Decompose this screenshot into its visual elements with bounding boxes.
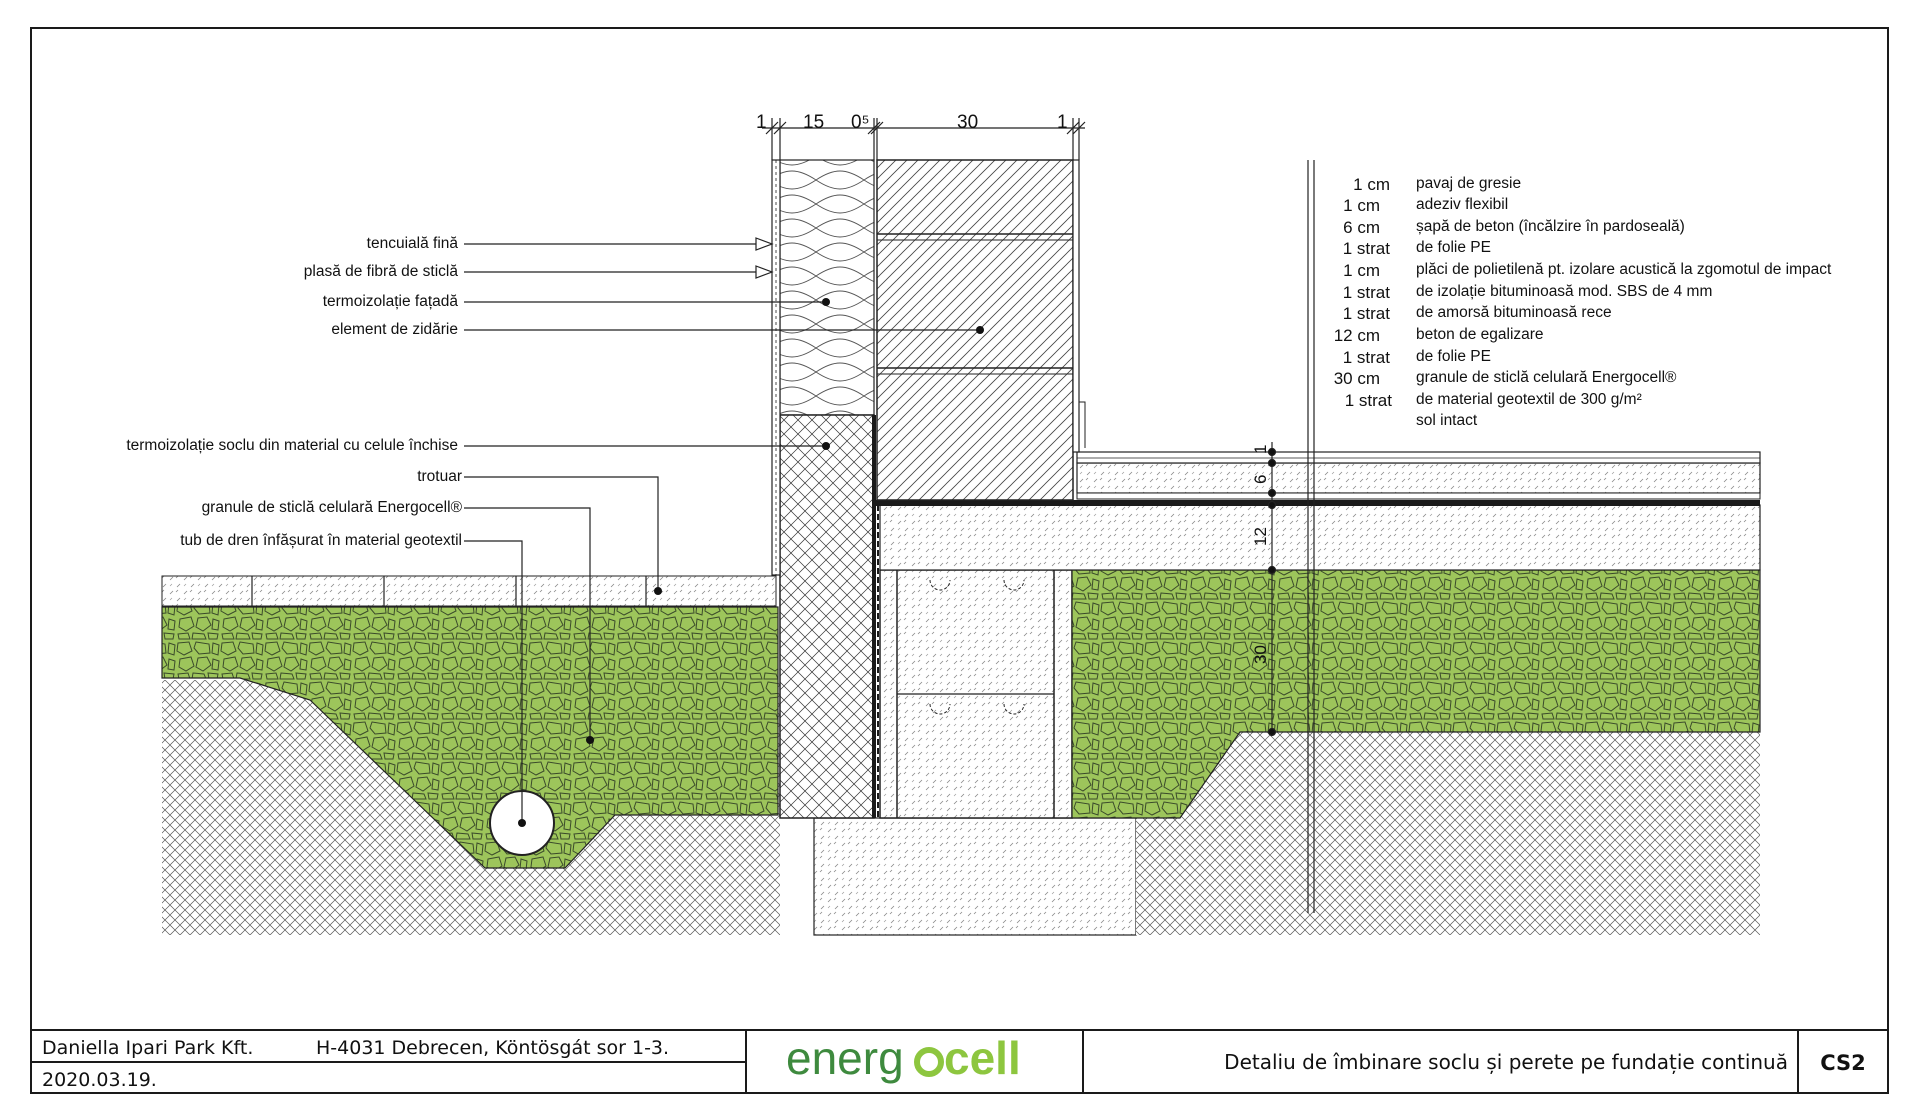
- sheet-frame: [30, 27, 1889, 1094]
- floor-tile: [1076, 451, 1761, 464]
- logo-o-icon: [914, 1047, 944, 1077]
- layer-thickness: 1 cm: [1343, 196, 1380, 215]
- dim-vert-12: 12: [1251, 527, 1270, 546]
- drawing-title: Detaliu de îmbinare soclu și perete pe f…: [1224, 1050, 1788, 1074]
- drawing-code: CS2: [1820, 1051, 1866, 1075]
- layer-thickness: 1 strat: [1343, 304, 1391, 323]
- label-fine-plaster: tencuială fină: [367, 235, 459, 252]
- layer-thickness: 30 cm: [1334, 369, 1380, 388]
- company-address: H-4031 Debrecen, Köntösgát sor 1-3.: [316, 1037, 669, 1059]
- layer-description: de amorsă bituminoasă rece: [1416, 304, 1612, 321]
- dim-vert-1: 1: [1251, 445, 1270, 454]
- label-glass-fiber-mesh: plasă de fibră de sticlă: [304, 263, 459, 280]
- foundation-footing: [813, 817, 1137, 936]
- screed: [1076, 462, 1761, 494]
- title-block: [31, 1029, 1888, 1093]
- dim-top-1: 1: [756, 112, 767, 133]
- layer-description: de folie PE: [1416, 239, 1491, 256]
- energocell-logo: energ cell: [786, 1032, 1021, 1084]
- label-drain-pipe: tub de dren înfășurat în material geotex…: [180, 532, 462, 549]
- sidewalk-joints: [251, 576, 647, 606]
- layer-description: adeziv flexibil: [1416, 196, 1508, 213]
- dim-vert-30: 30: [1251, 645, 1270, 664]
- layer-list: 1 cm pavaj de gresie 1 cm adeziv flexibi…: [1334, 175, 1832, 429]
- logo-text-energ: energ: [786, 1032, 904, 1084]
- dim-top-05: 0⁵: [851, 112, 869, 133]
- facade-insulation: [779, 159, 875, 416]
- logo-text-cell: cell: [944, 1032, 1021, 1084]
- layer-description: de material geotextil de 300 g/m²: [1416, 391, 1642, 408]
- vertical-dimension-chain: [1267, 442, 1277, 737]
- layer-description: pavaj de gresie: [1416, 175, 1521, 192]
- sidewalk: [161, 575, 777, 607]
- dim-top-30: 30: [957, 112, 978, 133]
- left-leaders: [464, 237, 980, 823]
- layer-description: granule de sticlă celulară Energocell®: [1416, 369, 1677, 386]
- drawing-date: 2020.03.19.: [42, 1069, 157, 1091]
- label-masonry-element: element de zidărie: [331, 321, 458, 338]
- company-name: Daniella Ipari Park Kft.: [42, 1037, 253, 1059]
- dim-top-15: 15: [803, 112, 824, 133]
- layer-thickness: 1 strat: [1343, 348, 1391, 367]
- label-facade-insulation: termoizolație fațadă: [323, 293, 459, 310]
- leveling-concrete: [879, 504, 1761, 571]
- waterproofing-membrane: [872, 500, 1760, 506]
- layer-description: beton de egalizare: [1416, 326, 1544, 343]
- soil-right: [1136, 732, 1760, 935]
- label-energocell-granules: granule de sticlă celulară Energocell®: [202, 499, 463, 516]
- leader-dots: [518, 298, 984, 827]
- layer-description: de izolație bituminoasă mod. SBS de 4 mm: [1416, 283, 1712, 300]
- label-sidewalk: trotuar: [417, 468, 462, 485]
- layer-description: sol intact: [1416, 412, 1478, 429]
- layer-description: de folie PE: [1416, 348, 1491, 365]
- dim-vert-6: 6: [1251, 475, 1270, 484]
- layer-description: șapă de beton (încălzire în pardoseală): [1416, 218, 1685, 235]
- layer-thickness: 1 cm: [1343, 261, 1380, 280]
- dim-top-1b: 1: [1057, 112, 1068, 133]
- layer-thickness: 1 strat: [1343, 239, 1391, 258]
- layer-thickness: 1 strat: [1343, 283, 1391, 302]
- layer-description: plăci de polietilenă pt. izolare acustic…: [1416, 261, 1832, 278]
- energocell-fill-left: [161, 606, 779, 869]
- plinth-insulation: [779, 414, 875, 819]
- layer-thickness: 6 cm: [1343, 218, 1380, 237]
- layer-thickness: 12 cm: [1334, 326, 1380, 345]
- layer-thickness: 1 cm: [1353, 175, 1390, 194]
- layer-thickness: 1 strat: [1345, 391, 1393, 410]
- label-plinth-insulation: termoizolație soclu din material cu celu…: [126, 437, 458, 454]
- top-dimension-chain: [762, 118, 1086, 160]
